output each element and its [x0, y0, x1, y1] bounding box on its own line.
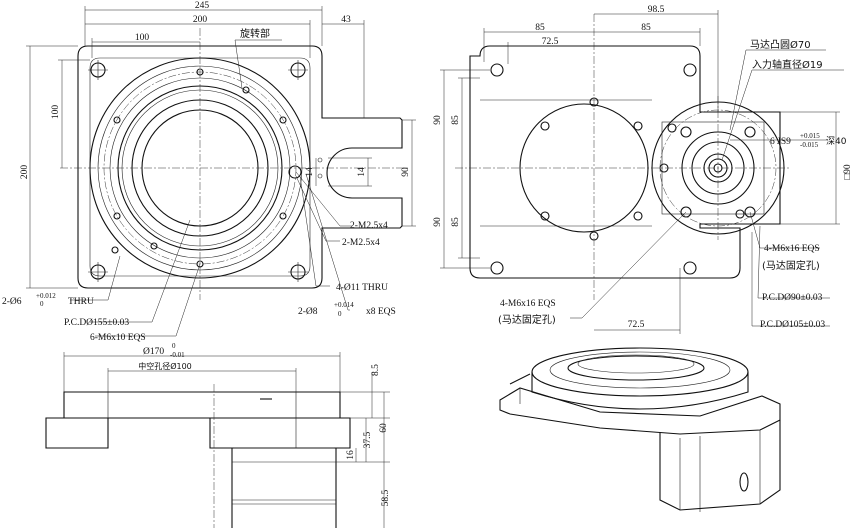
dim-170: Ø170: [143, 347, 164, 357]
callout-pin8-tol-low: 0: [338, 310, 342, 318]
callout-thru11: 4-Ø11 THRU: [336, 283, 388, 293]
dim-170-tol-up: 0: [172, 342, 176, 350]
callout-m6x16-left: 4-M6x16 EQS: [500, 299, 556, 309]
callout-pin6-tol-low: 0: [40, 300, 44, 308]
dim-245: 245: [195, 1, 210, 11]
dim-sq90: □90: [843, 164, 853, 179]
dim-200-left: 200: [20, 165, 30, 180]
dim-14-a: 14: [305, 167, 315, 177]
dim-8-5: 8.5: [371, 364, 381, 376]
dim-85-c: 85: [451, 115, 461, 125]
dim-98-5: 98.5: [648, 5, 665, 15]
callout-rotating-part: 旋转部: [240, 27, 270, 40]
side-view: [45, 352, 390, 528]
dim-14-b: 14: [357, 167, 367, 177]
top-view: [26, 6, 416, 337]
callout-keyway: 6 JS9: [770, 137, 791, 147]
callout-input-shaft: 入力轴直径Ø19: [752, 58, 823, 71]
callout-pcd105: P.C.DØ105±0.03: [760, 320, 825, 330]
corner-hole: [288, 262, 308, 282]
dim-37-5: 37.5: [363, 431, 373, 448]
dim-85-d: 85: [451, 217, 461, 227]
callout-m25-b: 2-M2.5x4: [342, 238, 380, 248]
callout-keyway-tol-low: -0.015: [800, 141, 819, 149]
callout-keyway-depth: 深40: [826, 136, 847, 147]
callout-pin6-tol-up: +0.012: [36, 292, 56, 300]
dim-hollow: 中空孔径Ø100: [138, 361, 192, 371]
callout-m25-a: 2-M2.5x4: [350, 221, 388, 231]
dim-100-left: 100: [51, 105, 61, 120]
isometric-view: [499, 347, 781, 512]
callout-motor-boss: 马达凸圆Ø70: [750, 39, 811, 51]
dim-100-top: 100: [135, 33, 150, 43]
dim-72-5-bot: 72.5: [628, 320, 645, 330]
dim-90-right: 90: [401, 167, 411, 177]
callout-m6x10: 6-M6x10 EQS: [90, 333, 146, 343]
dim-85-b: 85: [641, 23, 651, 33]
callout-pcd155: P.C.DØ155±0.03: [64, 318, 129, 328]
callout-keyway-tol-up: +0.015: [800, 132, 820, 140]
callout-pin8-suffix: x8 EQS: [366, 307, 396, 317]
right-view: [440, 10, 844, 334]
dim-16: 16: [346, 450, 356, 460]
dim-72-5-top: 72.5: [542, 37, 559, 47]
callout-pin8: 2-Ø8: [298, 307, 318, 317]
dim-85-a: 85: [535, 23, 545, 33]
callout-motor-fix-right: (马达固定孔): [762, 259, 820, 272]
callout-pin6: 2-Ø6: [2, 297, 22, 307]
dim-90-b: 90: [433, 217, 443, 227]
callout-pin8-tol-up: +0.014: [334, 301, 354, 309]
callout-motor-fix-left: (马达固定孔): [498, 313, 556, 326]
callout-pcd90: P.C.DØ90±0.03: [762, 293, 823, 303]
callout-m6x16-right: 4-M6x16 EQS: [764, 244, 820, 254]
dim-200-top: 200: [193, 15, 208, 25]
corner-hole: [288, 60, 308, 80]
dim-58-5: 58.5: [381, 489, 391, 506]
dim-90-a: 90: [433, 115, 443, 125]
dim-43: 43: [341, 15, 351, 25]
corner-hole: [88, 60, 108, 80]
dim-60: 60: [379, 423, 389, 433]
dim-170-tol-low: -0.01: [170, 351, 185, 359]
callout-pin6-suffix: THRU: [68, 297, 94, 307]
corner-hole: [88, 262, 108, 282]
